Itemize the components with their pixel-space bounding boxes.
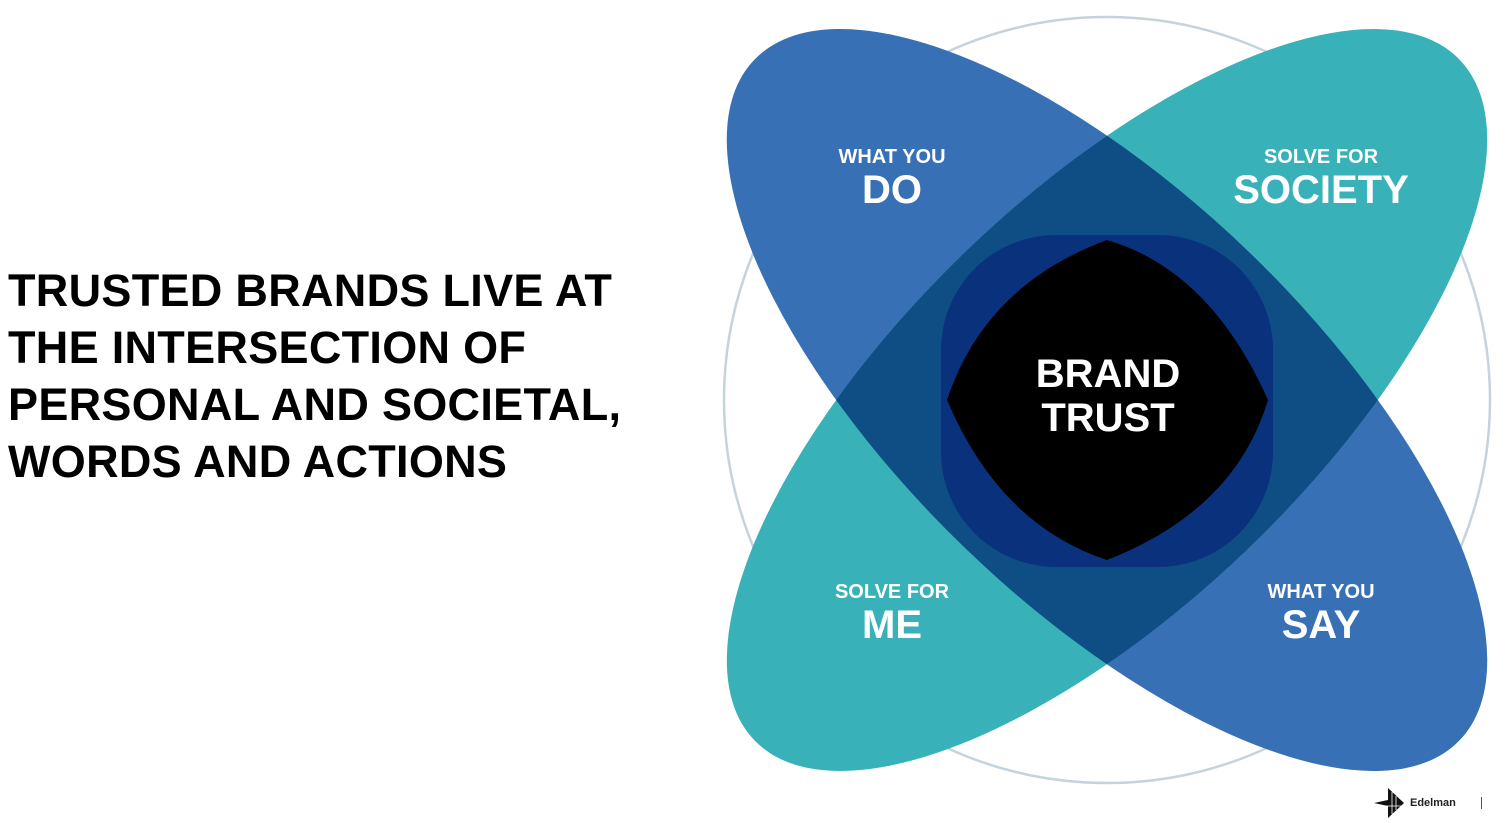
edelman-logo: Edelman [1372, 786, 1456, 820]
label-big: DO [862, 168, 922, 212]
label-what-you-do: WHAT YOU DO [838, 146, 945, 212]
headline-line: TRUSTED BRANDS LIVE AT [8, 265, 613, 316]
label-solve-for-society: SOLVE FOR SOCIETY [1233, 146, 1409, 212]
headline: TRUSTED BRANDS LIVE AT THE INTERSECTION … [8, 262, 621, 490]
headline-line: THE INTERSECTION OF [8, 322, 527, 373]
label-big: ME [862, 603, 922, 647]
label-small: SOLVE FOR [834, 581, 950, 603]
footer-separator [1481, 797, 1482, 809]
label-small: SOLVE FOR [1263, 146, 1379, 168]
edelman-logo-icon [1374, 788, 1404, 818]
label-small: WHAT YOU [1267, 581, 1375, 603]
label-big: SAY [1281, 603, 1361, 647]
headline-line: PERSONAL AND SOCIETAL, [8, 379, 622, 430]
label-solve-for-me: SOLVE FOR ME [835, 581, 949, 647]
center-line: TRUST [1041, 396, 1175, 440]
label-big: SOCIETY [1233, 168, 1409, 212]
logo-text: Edelman [1410, 797, 1456, 809]
outer-ring [722, 15, 1492, 785]
center-label: BRAND TRUST [1036, 352, 1180, 440]
label-what-you-say: WHAT YOU SAY [1267, 581, 1374, 647]
headline-line: WORDS AND ACTIONS [8, 436, 508, 487]
brand-trust-core [947, 240, 1268, 560]
center-line: BRAND [1035, 352, 1181, 396]
label-small: WHAT YOU [838, 146, 946, 168]
